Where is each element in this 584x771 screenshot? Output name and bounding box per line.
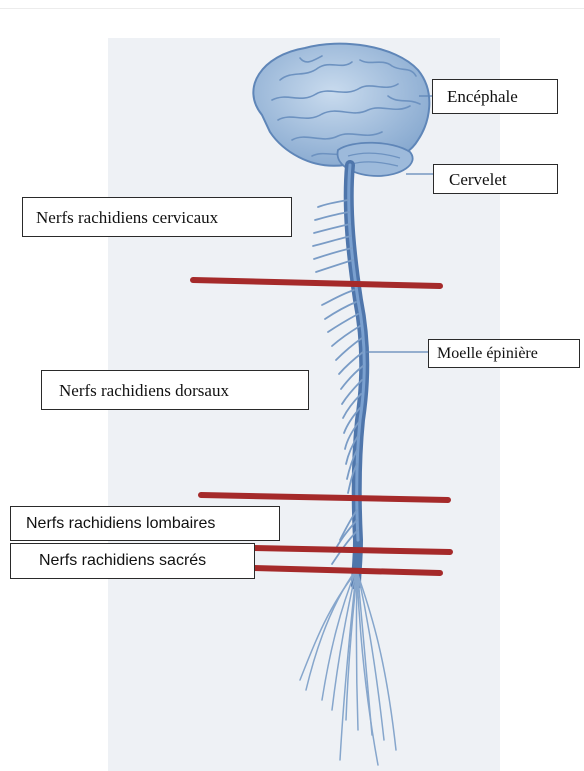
- sacral-end-divider: [253, 568, 440, 573]
- label-encephale: Encéphale: [432, 79, 558, 114]
- spinal-cord-icon: [349, 165, 365, 585]
- label-lumbar-nerves: Nerfs rachidiens lombaires: [10, 506, 280, 541]
- label-sacral-nerves-text: Nerfs rachidiens sacrés: [39, 553, 206, 569]
- label-cervelet: Cervelet: [433, 164, 558, 194]
- label-encephale-text: Encéphale: [447, 88, 518, 105]
- label-cervical-nerves-text: Nerfs rachidiens cervicaux: [36, 209, 218, 226]
- label-dorsal-nerves: Nerfs rachidiens dorsaux: [41, 370, 309, 410]
- label-spinal-cord: Moelle épinière: [428, 339, 580, 368]
- brain-icon: [253, 44, 429, 176]
- label-lumbar-nerves-text: Nerfs rachidiens lombaires: [26, 516, 215, 532]
- cervical-dorsal-divider: [193, 280, 440, 286]
- dorsal-lumbar-divider: [201, 495, 448, 500]
- label-dorsal-nerves-text: Nerfs rachidiens dorsaux: [59, 382, 229, 399]
- label-spinal-cord-text: Moelle épinière: [437, 346, 538, 362]
- lumbar-sacral-divider: [253, 548, 450, 552]
- label-cervelet-text: Cervelet: [449, 171, 507, 188]
- label-cervical-nerves: Nerfs rachidiens cervicaux: [22, 197, 292, 237]
- label-sacral-nerves: Nerfs rachidiens sacrés: [10, 543, 255, 579]
